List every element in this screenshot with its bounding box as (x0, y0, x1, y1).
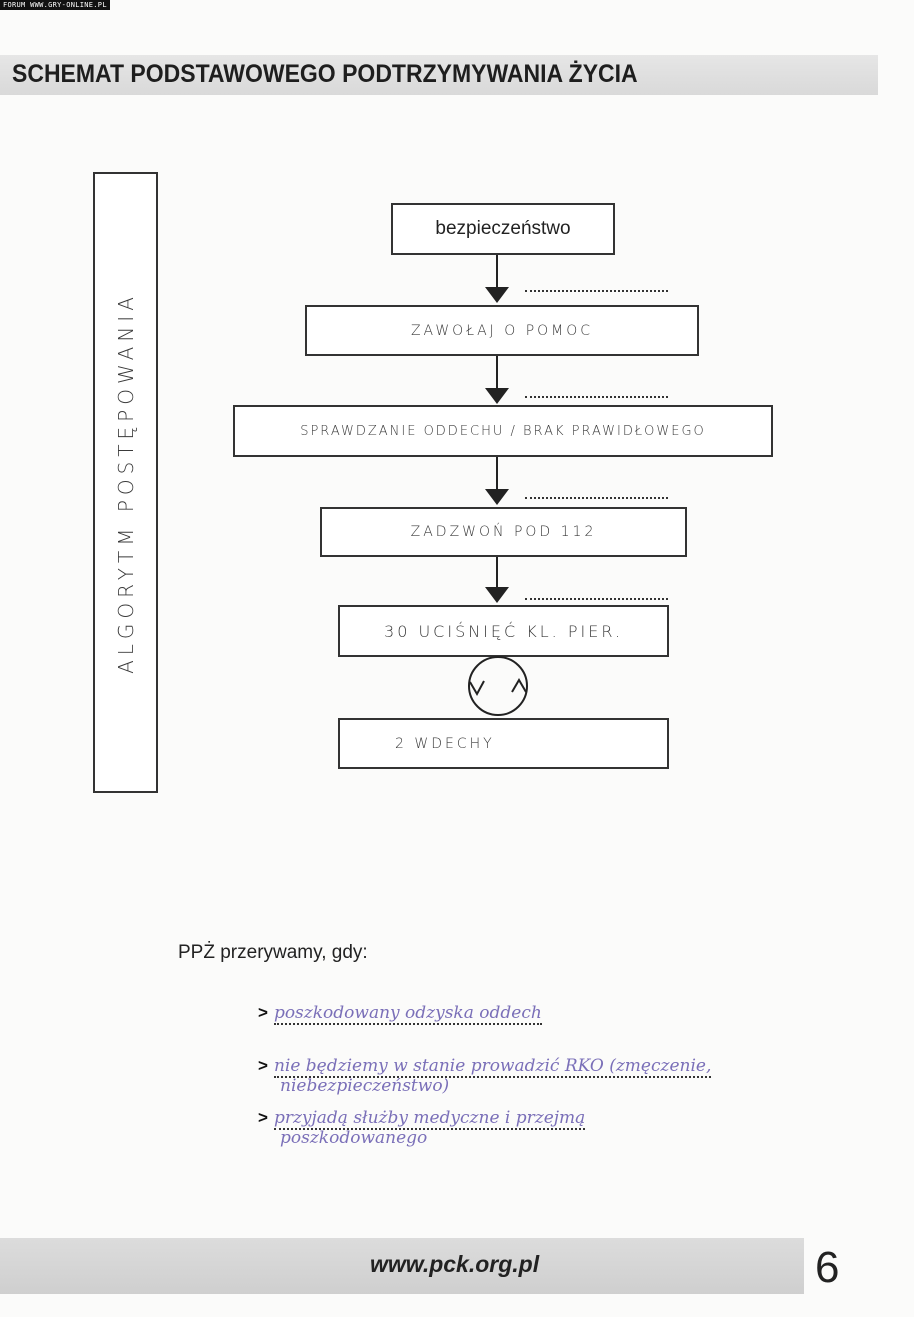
footer-band (0, 1238, 804, 1294)
page-number: 6 (815, 1243, 840, 1292)
list-item: > poszkodowany odzyska oddech (258, 1003, 542, 1025)
stop-heading: PPŻ przerywamy, gdy: (178, 942, 368, 963)
header-band (0, 55, 878, 95)
footer-url: www.pck.org.pl (370, 1251, 540, 1277)
item-text-cont: niebezpieczeństwo) (280, 1076, 450, 1096)
arrow-down-icon (485, 255, 509, 303)
blank-line (525, 290, 668, 292)
algorithm-label-box: ALGORYTM POSTĘPOWANIA (93, 172, 158, 793)
step-check-breathing: SPRAWDZANIE ODDECHU / BRAK PRAWIDŁOWEGO (233, 405, 773, 457)
algorithm-label: ALGORYTM POSTĘPOWANIA (113, 291, 138, 674)
blank-line (525, 598, 668, 600)
blank-line (525, 497, 668, 499)
step-check-breathing-label: SPRAWDZANIE ODDECHU / BRAK PRAWIDŁOWEGO (300, 423, 706, 439)
step-call-112-label: ZADZWOŃ POD 112 (410, 524, 597, 540)
bullet: > (258, 1108, 268, 1127)
cycle-icon (468, 656, 528, 716)
step-safety: bezpieczeństwo (391, 203, 615, 255)
step-breaths-label: 2 WDECHY (395, 735, 495, 752)
watermark: FORUM WWW.GRY-ONLINE.PL (0, 0, 110, 10)
item-text: poszkodowany odzyska oddech (273, 1003, 542, 1025)
step-call-112: ZADZWOŃ POD 112 (320, 507, 687, 557)
list-item: > nie będziemy w stanie prowadzić RKO (zm… (258, 1056, 712, 1096)
arrow-down-icon (485, 557, 509, 603)
bullet: > (258, 1056, 268, 1075)
step-compressions: 30 UCIŚNIĘĆ KL. PIER. (338, 605, 669, 657)
step-compressions-label: 30 UCIŚNIĘĆ KL. PIER. (384, 621, 623, 641)
arrow-down-icon (485, 457, 509, 505)
step-call-help-label: ZAWOŁAJ O POMOC (410, 322, 594, 339)
blank-line (525, 396, 668, 398)
item-text: przyjadą służby medyczne i przejmą (273, 1108, 586, 1130)
item-text-cont: poszkodowanego (280, 1128, 428, 1148)
step-call-help: ZAWOŁAJ O POMOC (305, 305, 699, 356)
arrow-down-icon (485, 356, 509, 404)
step-breaths: 2 WDECHY (338, 718, 669, 769)
step-safety-label: bezpieczeństwo (435, 218, 571, 239)
page-title: SCHEMAT PODSTAWOWEGO PODTRZYMYWANIA ŻYCI… (12, 60, 638, 88)
item-text: nie będziemy w stanie prowadzić RKO (zmę… (273, 1056, 712, 1078)
bullet: > (258, 1003, 268, 1022)
